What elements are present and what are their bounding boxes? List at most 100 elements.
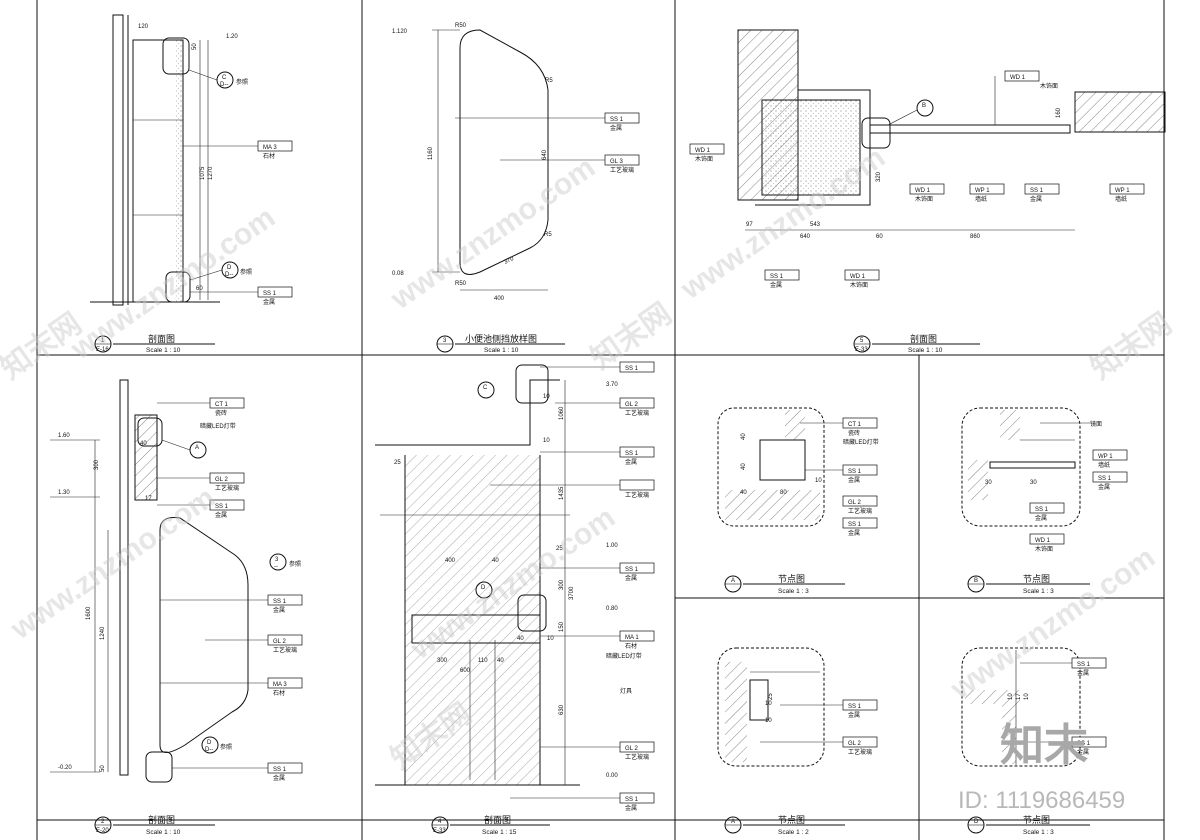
- tag-text: WD 1: [915, 188, 931, 194]
- dim-text: R50: [455, 23, 467, 29]
- material-tag: [909, 183, 945, 195]
- panel-section-4: C D 3.70 10 1060 25 10 1435 25 400 3700 …: [375, 361, 655, 812]
- dim-text: 400: [445, 558, 456, 564]
- watermark-logo: 知末: [1000, 721, 1088, 770]
- material-tag: [1071, 657, 1107, 669]
- tag-material: 金属: [1098, 483, 1110, 491]
- tag-text: WP 1: [1098, 454, 1113, 460]
- material-tag: [619, 361, 655, 373]
- callout-label: C: [222, 75, 227, 81]
- dim-text: 1.120: [392, 29, 408, 35]
- title-block-2: 2 E-20 剖面图 Scale 1 : 10: [94, 814, 215, 836]
- panel-template-3: 1.120 R50 R5 1160 640 R5 370 0.08 400 R5…: [392, 23, 640, 302]
- title-text: 剖面图: [484, 814, 511, 825]
- material-tag: [619, 792, 655, 804]
- dim-text: 860: [970, 234, 981, 240]
- tag-text: SS 1: [273, 767, 287, 773]
- tag-text: GL 2: [625, 402, 638, 408]
- detail-circle-b: [861, 117, 891, 149]
- callout-note: 参照: [220, 743, 232, 751]
- panel-detail-d: 10 17 10 SS 1 金属 SS 1 金属: [961, 647, 1107, 767]
- title-scale: Scale 1 : 10: [146, 347, 181, 354]
- tag-text: SS 1: [625, 451, 639, 457]
- callout-d-2: [201, 736, 219, 754]
- title-num: 2: [101, 819, 105, 825]
- callout-note: 参照: [289, 560, 301, 568]
- tag-text: MA 3: [273, 682, 287, 688]
- title-sheet: E-33: [433, 828, 446, 834]
- material-tag: [842, 495, 878, 507]
- panel-detail-a: 40 40 40 80 10 CT 1 瓷砖 暗藏LED灯带 SS 1 金属 G…: [717, 407, 879, 537]
- dim-text: 17: [145, 496, 152, 502]
- callout-label: 3: [275, 557, 279, 563]
- tag-material: 金属: [263, 298, 275, 306]
- tag-material: 金属: [625, 574, 637, 582]
- tag-material: 金属: [770, 281, 782, 289]
- material-tag: [267, 634, 303, 646]
- material-tag: [689, 143, 725, 155]
- dim-text: 10: [547, 636, 554, 642]
- callout-d-3: [475, 581, 493, 599]
- material-tag: [619, 630, 655, 642]
- title-sheet: E-20: [96, 828, 109, 834]
- material-tag: [604, 154, 640, 166]
- dim-text: 97: [746, 222, 753, 228]
- title-num: D: [974, 819, 979, 825]
- callout-label: C: [483, 385, 488, 391]
- title-num: A: [731, 819, 735, 825]
- dim-text: 640: [800, 234, 811, 240]
- tag-text: GL 2: [273, 639, 286, 645]
- dim-text: 0.80: [606, 606, 618, 612]
- title-scale: Scale 1 : 10: [908, 347, 943, 354]
- dim-text: 1.30: [58, 490, 70, 496]
- tag-text: CT 1: [215, 402, 229, 408]
- material-tag: [267, 677, 303, 689]
- dim-text: 10: [543, 438, 550, 444]
- dim-text: 10: [765, 701, 772, 707]
- title-scale: Scale 1 : 3: [778, 588, 809, 595]
- detail-circle-a: [137, 417, 163, 447]
- tag-material: 木饰面: [850, 281, 868, 289]
- title-scale: Scale 1 : 3: [1023, 588, 1054, 595]
- material-tag: [619, 741, 655, 753]
- dim-text: 25: [768, 693, 774, 700]
- dim-text: 400: [494, 296, 505, 302]
- tag-text: WD 1: [1035, 538, 1051, 544]
- tag-text: CT 1: [848, 422, 862, 428]
- title-sheet: E-33: [855, 347, 868, 353]
- watermark-text: www.znzmo.com: [944, 541, 1161, 707]
- dim-text: 30: [985, 480, 992, 486]
- tag-text: WP 1: [975, 188, 990, 194]
- dim-text: 0.00: [606, 773, 618, 779]
- material-tag: [1092, 471, 1128, 483]
- callout-sheet: --: [274, 564, 278, 570]
- dim-text: 10: [1024, 693, 1030, 700]
- tag-text: SS 1: [273, 599, 287, 605]
- material-tag: [257, 286, 293, 298]
- callout-b: [916, 99, 934, 117]
- dim-text: 50: [192, 43, 198, 50]
- material-tag: [969, 183, 1005, 195]
- tag-text: GL 2: [625, 746, 638, 752]
- tag-text: WD 1: [850, 274, 866, 280]
- callout-3: [269, 553, 287, 571]
- title-scale: Scale 1 : 2: [778, 829, 809, 836]
- title-text: 节点图: [778, 574, 805, 584]
- tag-material: 暗藏LED灯带: [200, 422, 236, 430]
- material-tag: [1109, 183, 1145, 195]
- tag-material: 金属: [1077, 748, 1089, 756]
- title-num: 4: [438, 819, 442, 825]
- dim-text: 320: [876, 171, 882, 182]
- callout-label: D: [481, 585, 486, 591]
- dim-text: 60: [876, 234, 883, 240]
- tag-text: SS 1: [610, 117, 624, 123]
- tag-material: 暗藏LED灯带: [606, 652, 642, 660]
- dim-text: R5: [544, 232, 552, 238]
- title-text: 节点图: [1023, 574, 1050, 584]
- tag-material: 工艺玻璃: [848, 748, 872, 756]
- panel-section-2: 1.60 1.30 300 40 17 1600 1240 -0.20 50 A…: [50, 379, 303, 783]
- title-scale: Scale 1 : 3: [1023, 829, 1054, 836]
- tag-material: 暗藏LED灯带: [843, 438, 879, 446]
- dim-text: 1.60: [58, 433, 70, 439]
- dim-text: 1270: [208, 166, 214, 180]
